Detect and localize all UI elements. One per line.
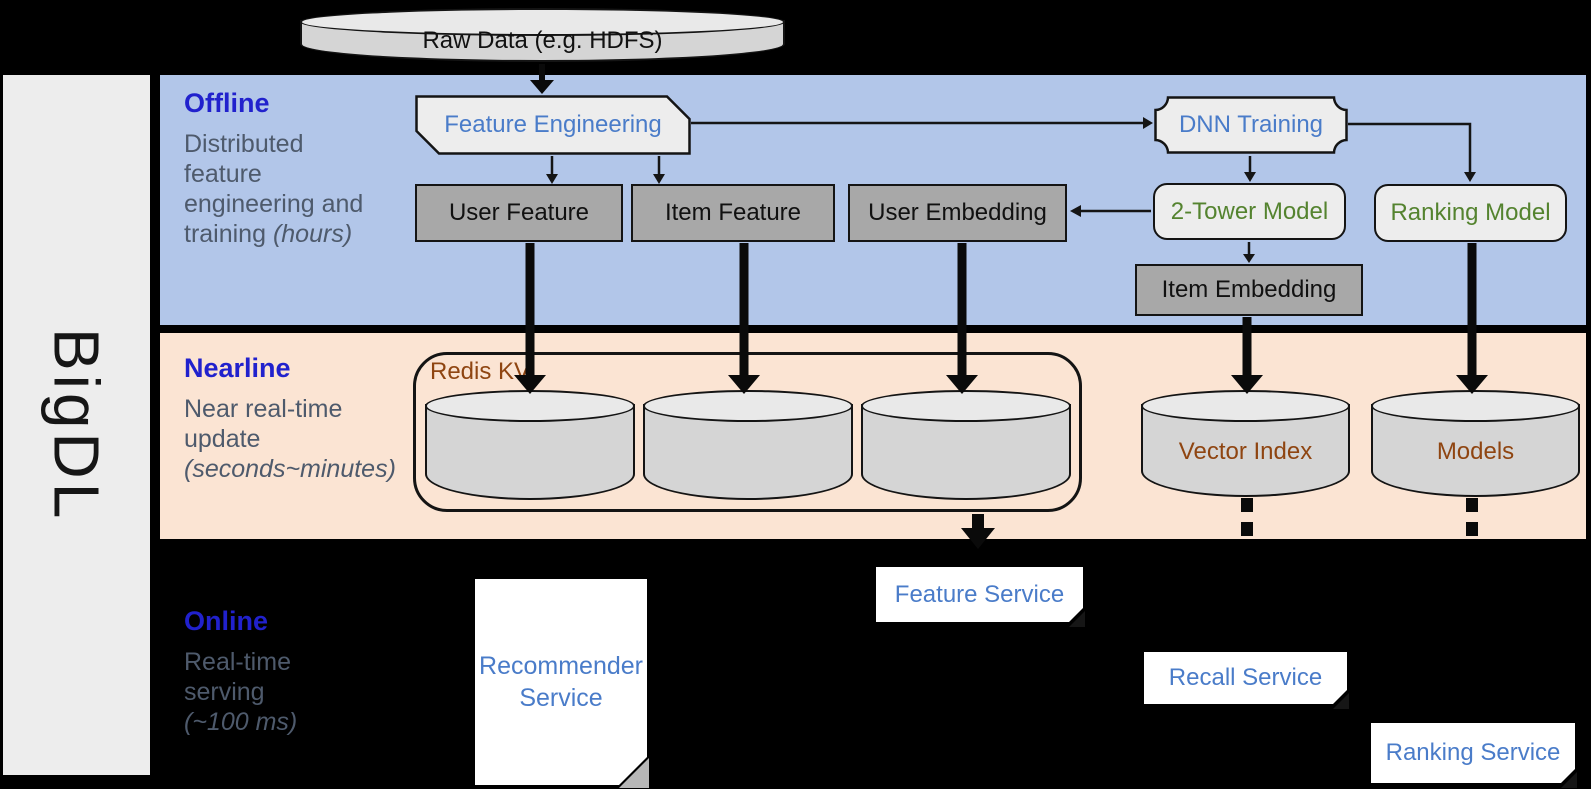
item-feature-label: Item Feature [664, 199, 802, 226]
nearline-lane-label: Nearline Near real-time update (seconds~… [184, 353, 429, 484]
vector-index-label: Vector Index [1178, 437, 1313, 465]
two-tower-model-node: 2-Tower Model [1153, 183, 1346, 240]
models-store: Models [1371, 390, 1580, 497]
item-embedding-label: Item Embedding [1161, 276, 1337, 303]
ranking-service-box: Ranking Service [1371, 723, 1575, 783]
item-embedding-node: Item Embedding [1135, 264, 1363, 316]
plaque-shape [1154, 96, 1348, 154]
feature-service-node: Feature Service [876, 567, 1085, 627]
recommender-service-node: Recommender Service [475, 579, 649, 788]
dnn-training-label: DNN Training [1178, 111, 1324, 138]
recommender-service-document: Recommender Service [475, 579, 647, 785]
item-feature-node: Item Feature [631, 184, 835, 242]
online-lane-label: Online Real-time serving (~100 ms) [184, 606, 429, 737]
vector-index-store: Vector Index [1141, 390, 1350, 497]
recall-service-node: Recall Service [1144, 652, 1349, 709]
nearline-lane-title: Nearline [184, 353, 291, 383]
offline-lane-label: Offline Distributed feature engineering … [184, 88, 429, 249]
nearline-desc-line2: update [184, 425, 261, 453]
ranking-service-node: Ranking Service [1371, 723, 1577, 788]
raw-data-label: Raw Data (e.g. HDFS) [422, 27, 663, 54]
bigdl-logo-text: BigDL [40, 327, 113, 523]
raw-data-store: Raw Data (e.g. HDFS) [300, 8, 785, 62]
nearline-desc-line3: (seconds~minutes) [184, 455, 396, 483]
online-desc-line1: Real-time [184, 648, 291, 676]
feature-service-box: Feature Service [876, 567, 1083, 622]
nearline-lane-description: Near real-time update (seconds~minutes) [184, 394, 429, 484]
user-embedding-node: User Embedding [848, 184, 1067, 242]
user-feature-node: User Feature [415, 184, 623, 242]
ranking-model-label: Ranking Model [1390, 199, 1551, 226]
user-feature-label: User Feature [448, 199, 590, 226]
online-lane-description: Real-time serving (~100 ms) [184, 647, 429, 737]
offline-desc-line4: training (hours) [184, 220, 353, 248]
dnn-training-node: DNN Training [1154, 96, 1348, 154]
online-lane-title: Online [184, 606, 269, 636]
redis-kv-label: Redis KV [430, 358, 531, 385]
bigdl-sidebar: BigDL [3, 75, 150, 775]
recall-service-box: Recall Service [1144, 652, 1347, 704]
models-label: Models [1436, 437, 1515, 465]
redis-store-cylinder-1 [425, 390, 635, 500]
nearline-desc-line1: Near real-time [184, 395, 343, 423]
offline-desc-line2: feature [184, 160, 262, 188]
offline-lane-title: Offline [184, 88, 270, 118]
redis-store-cylinder-3 [861, 390, 1071, 500]
offline-desc-line1: Distributed [184, 130, 304, 158]
feature-engineering-node: Feature Engineering [415, 95, 691, 155]
online-desc-line3: (~100 ms) [184, 708, 298, 736]
ranking-model-node: Ranking Model [1374, 184, 1567, 242]
offline-lane-description: Distributed feature engineering and trai… [184, 129, 429, 249]
user-embedding-label: User Embedding [868, 199, 1047, 226]
card-shape [415, 95, 691, 155]
offline-desc-line3: engineering and [184, 190, 364, 218]
redis-store-cylinder-2 [643, 390, 853, 500]
two-tower-model-label: 2-Tower Model [1170, 197, 1329, 225]
feature-engineering-label: Feature Engineering [444, 111, 662, 138]
online-desc-line2: serving [184, 678, 265, 706]
